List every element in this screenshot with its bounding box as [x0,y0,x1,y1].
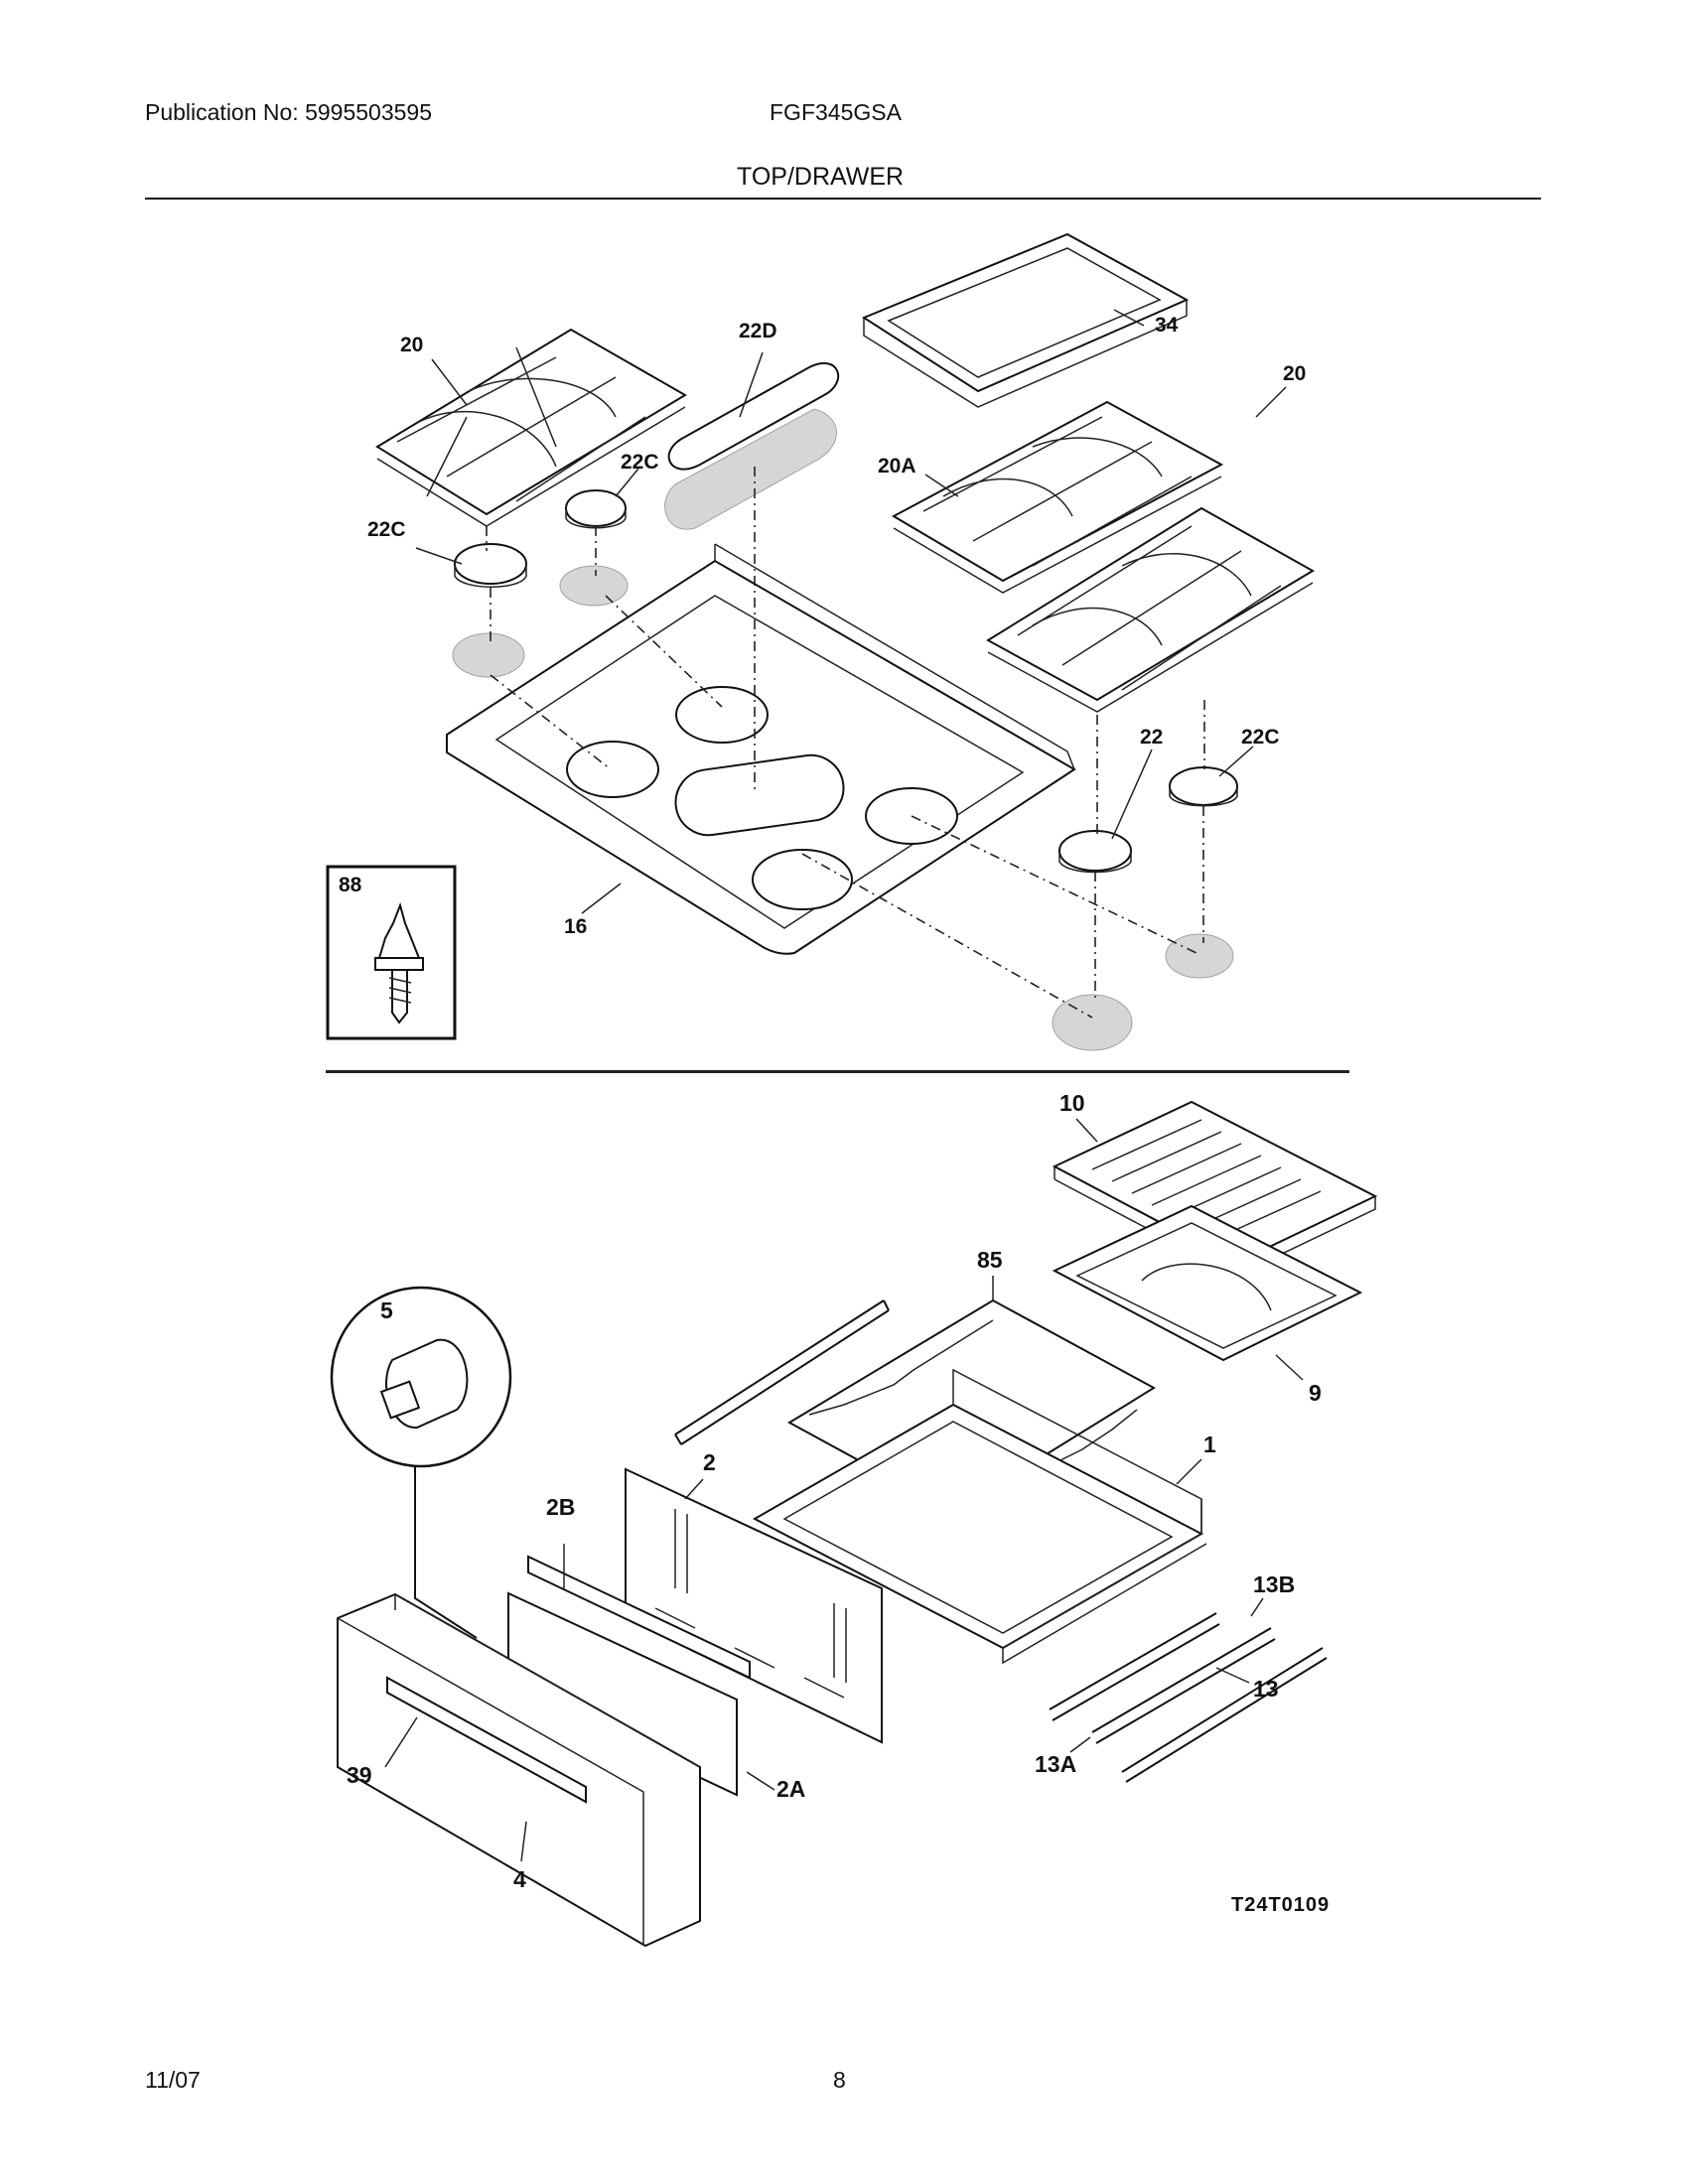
broiler-pan-illustration [1052,1204,1363,1362]
grate-right-illustration [986,506,1315,713]
callout-screw-box: 88 [339,874,362,896]
callout-cap-left-lower: 22C [367,518,406,541]
figure-id: T24T0109 [1231,1894,1331,1916]
callout-slide-rack: 85 [977,1247,1003,1273]
page-number: 8 [833,2067,846,2093]
callout-handle: 39 [347,1762,372,1788]
callout-liner-2a: 2A [776,1776,806,1802]
section-title: TOP/DRAWER [737,163,905,191]
drawer-back-illustration [625,1467,883,1744]
callout-drawer-front: 4 [513,1866,526,1892]
callout-drawer-body: 1 [1203,1432,1216,1457]
cooktop-illustration [446,543,1076,955]
callout-griddle: 34 [1155,314,1179,337]
callout-slide-13: 13 [1253,1676,1279,1702]
callout-grate-right: 20 [1283,362,1307,385]
callout-slide-13b: 13B [1253,1571,1296,1597]
grate-left-illustration [375,328,687,527]
grate-center-illustration [891,400,1224,594]
screw-box-illustration [326,865,457,1040]
leader-lines-top [415,309,1287,914]
callout-cap-left-upper: 22C [621,451,659,474]
callout-grate-center: 20A [878,455,916,478]
cap-right-22-illustration [1058,830,1132,874]
cap-right-22c-illustration [1052,766,1238,1051]
callout-slide-13a: 13A [1035,1751,1077,1777]
liner-2a-illustration [507,1591,738,1797]
callout-oval-cap: 22D [739,320,777,342]
cap-left-lower-illustration [452,543,527,678]
callout-cap-right-22: 22 [1140,726,1164,749]
callout-knob-detail: 5 [380,1297,393,1323]
cap-left-upper-illustration [559,489,629,607]
callout-cooktop: 16 [564,915,588,938]
section-divider [326,1070,1349,1073]
callout-cap-right-22c: 22C [1241,726,1280,749]
leader-lines-bottom [384,1118,1304,1862]
publication-number: Publication No: 5995503595 [145,99,433,125]
callout-drawer-liner: 2B [546,1494,576,1520]
drawer-body-illustration [752,1368,1207,1665]
rail-left-illustration [674,1299,890,1445]
footer-date: 11/07 [145,2067,201,2093]
model-number: FGF345GSA [770,99,902,125]
callout-drawer-back: 2 [703,1449,716,1475]
drawer-liner-illustration [527,1555,751,1680]
callout-broiler-insert: 10 [1059,1090,1085,1116]
header-rule [145,198,1541,200]
drawer-front-illustration [337,1592,701,1948]
knob-detail-illustration [330,1286,512,1639]
callout-broiler-pan: 9 [1309,1380,1322,1406]
assembly-lines-top [486,467,1205,1019]
callout-grate-left: 20 [400,334,424,356]
oval-cap-illustration [664,361,840,530]
slides-illustration [1049,1612,1328,1783]
griddle-illustration [861,232,1190,408]
